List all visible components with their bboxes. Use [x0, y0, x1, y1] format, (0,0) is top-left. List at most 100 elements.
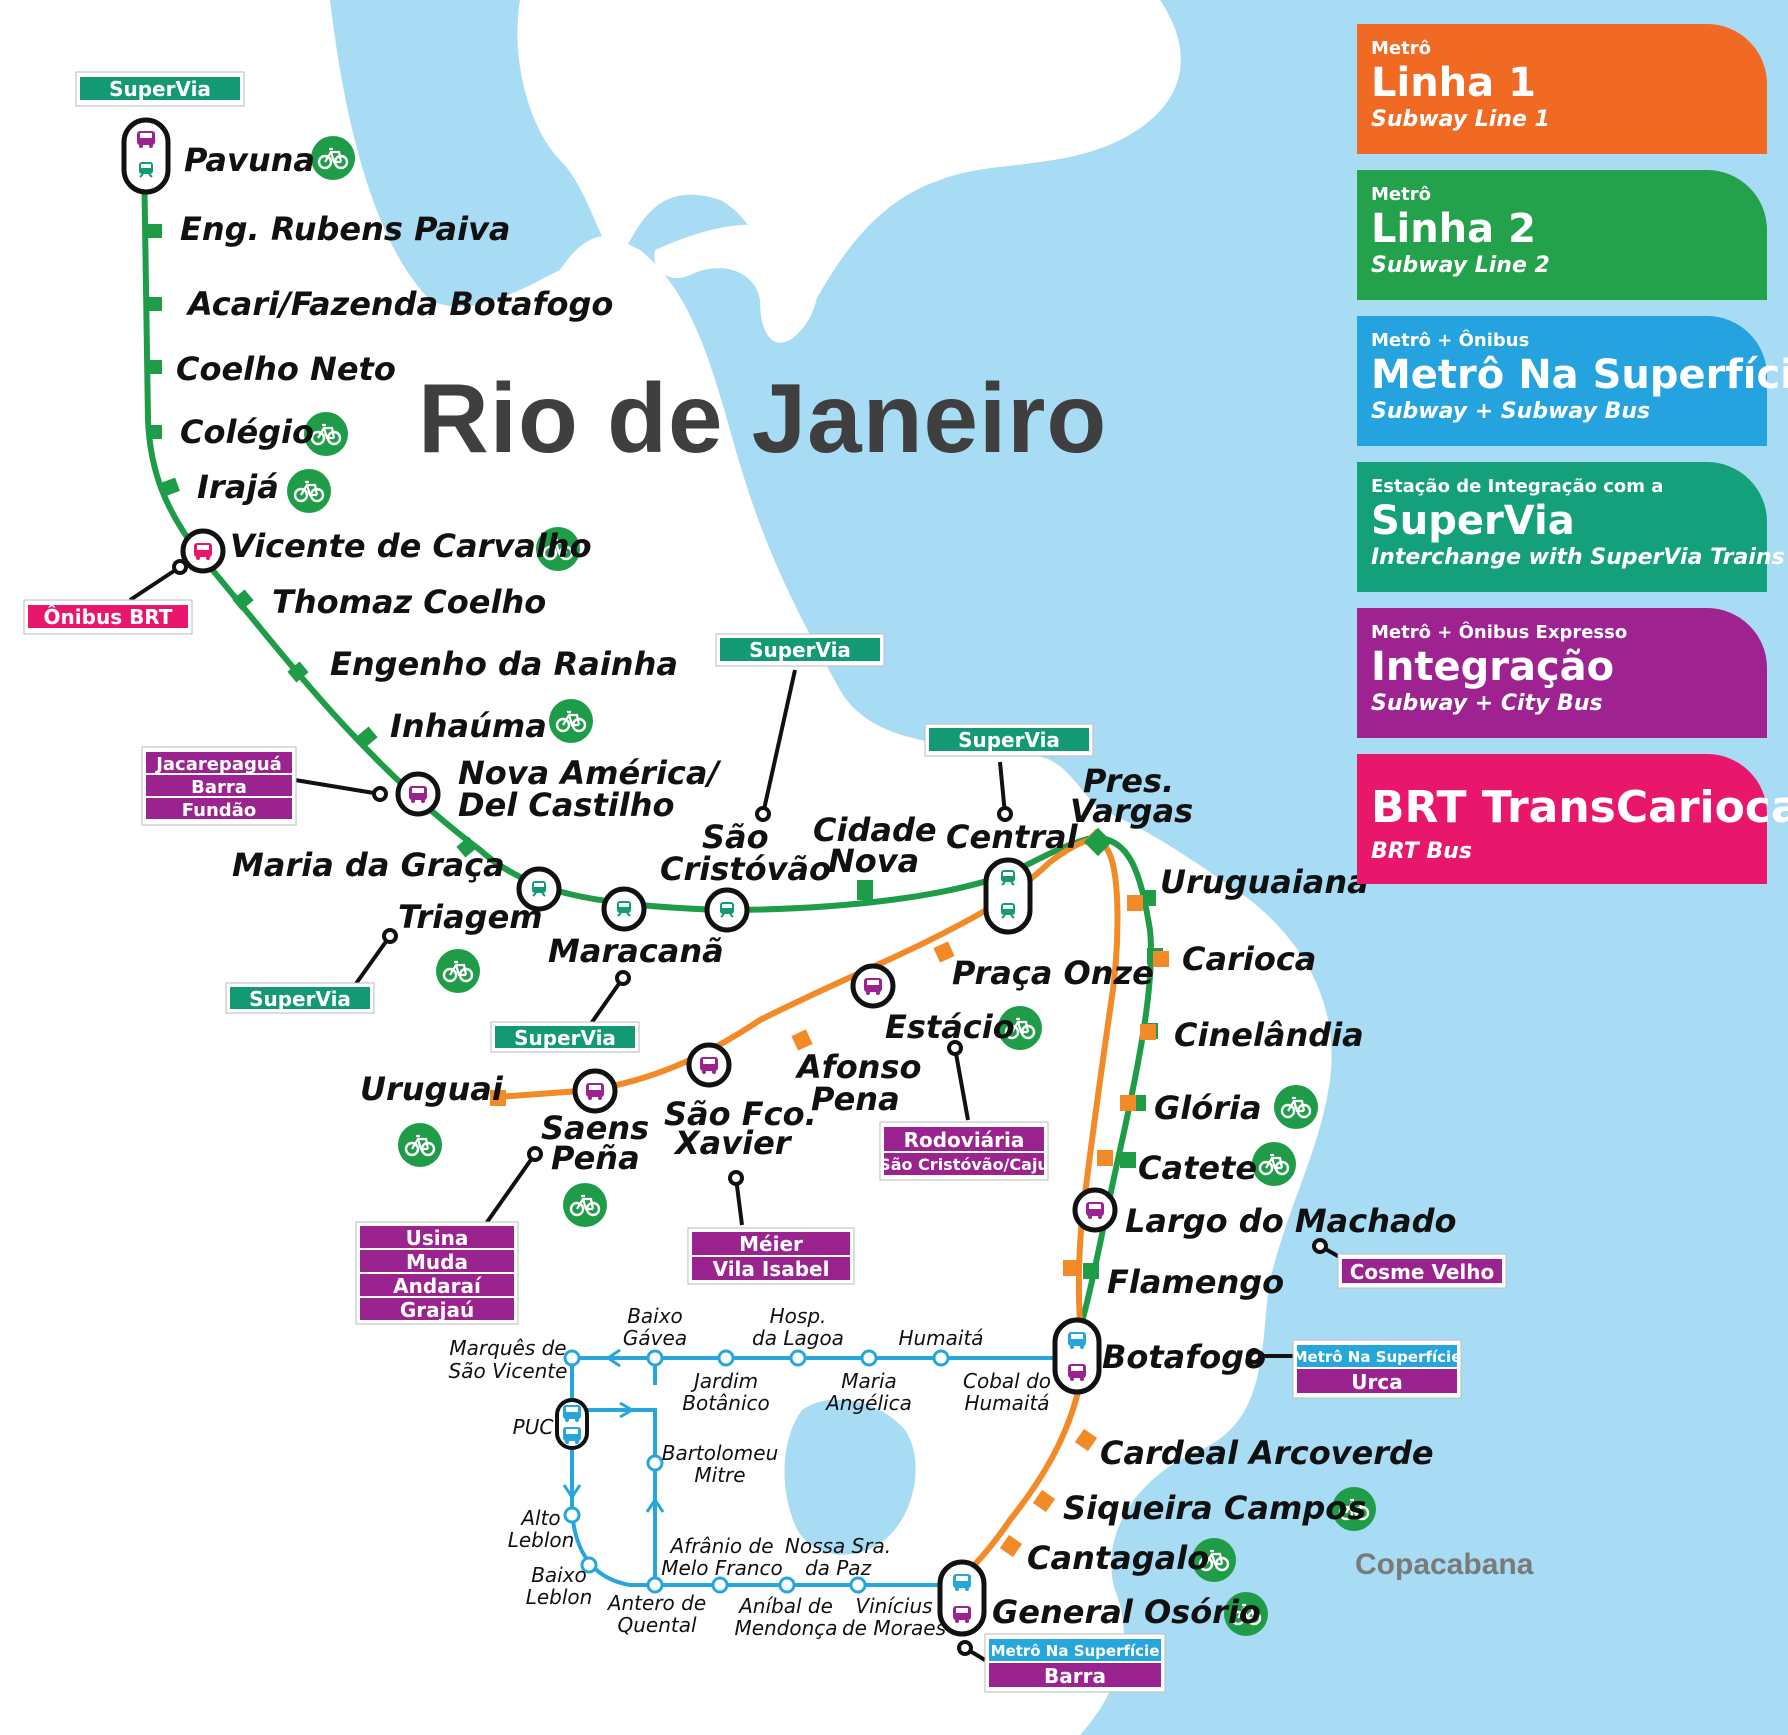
svg-text:Afrânio de: Afrânio de: [668, 1534, 773, 1558]
svg-text:Andaraí: Andaraí: [393, 1274, 482, 1298]
label-nova-america-2: Del Castilho: [458, 786, 675, 824]
legend-linha-2: Metrô Linha 2 Subway Line 2: [1357, 170, 1767, 300]
svg-text:Metrô Na Superfície: Metrô Na Superfície: [991, 1642, 1160, 1660]
label-pres-vargas-2: Vargas: [1070, 792, 1193, 830]
svg-text:SuperVia: SuperVia: [249, 987, 351, 1011]
label-sao-fco-1: São Fco.: [664, 1095, 817, 1133]
interchange-stations: [121, 117, 1118, 1637]
bike-icon: [434, 947, 482, 995]
surface-stops: [563, 1349, 950, 1594]
label-cidade-nova-1: Cidade: [813, 811, 937, 849]
label-coelho-neto: Coelho Neto: [176, 350, 396, 388]
svg-text:Humaitá: Humaitá: [898, 1326, 983, 1350]
legend-metro-na-superficie: Metrô + Ônibus Metrô Na Superfície Subwa…: [1357, 316, 1788, 446]
svg-text:Nossa Sra.: Nossa Sra.: [785, 1534, 891, 1558]
svg-text:Humaitá: Humaitá: [964, 1391, 1049, 1415]
label-carioca: Carioca: [1182, 940, 1316, 978]
svg-text:Leblon: Leblon: [526, 1585, 593, 1609]
svg-text:Mendonça: Mendonça: [734, 1616, 837, 1640]
label-uruguaiana: Uruguaiana: [1160, 863, 1369, 901]
svg-text:Muda: Muda: [406, 1250, 468, 1274]
label-sao-cristovao-2: Cristóvão: [660, 850, 831, 888]
svg-text:Barra: Barra: [191, 777, 247, 798]
triagem-interchange: [516, 866, 562, 912]
label-afonso-pena-1: Afonso: [794, 1048, 921, 1086]
vicente-interchange: [180, 528, 226, 574]
svg-text:Aníbal de: Aníbal de: [737, 1594, 833, 1618]
svg-text:Vinícius: Vinícius: [855, 1594, 932, 1618]
svg-text:Usina: Usina: [406, 1226, 469, 1250]
label-cantagalo: Cantagalo: [1027, 1539, 1209, 1577]
svg-text:Maria: Maria: [841, 1369, 897, 1393]
svg-text:Fundão: Fundão: [182, 800, 256, 821]
label-largo-machado: Largo do Machado: [1125, 1202, 1457, 1240]
label-cinelandia: Cinelândia: [1174, 1016, 1364, 1054]
line-2-path: [141, 155, 1154, 1346]
svg-text:Urca: Urca: [1351, 1370, 1402, 1394]
label-uruguai: Uruguai: [360, 1070, 504, 1108]
tag-cosme-velho: Cosme Velho: [1337, 1253, 1507, 1289]
svg-text:Baixo: Baixo: [627, 1304, 683, 1328]
tag-supervia-maracana: SuperVia: [490, 1021, 640, 1053]
label-siqueira-campos: Siqueira Campos: [1063, 1489, 1366, 1527]
estacio-interchange: [850, 963, 896, 1009]
svg-text:da Paz: da Paz: [805, 1556, 872, 1580]
legend-linha-1: Metrô Linha 1 Subway Line 1: [1357, 24, 1767, 154]
general-osorio-interchange: [937, 1559, 987, 1637]
label-gloria: Glória: [1154, 1089, 1262, 1127]
label-acari: Acari/Fazenda Botafogo: [185, 285, 613, 323]
svg-text:Cobal do: Cobal do: [963, 1369, 1051, 1393]
svg-text:Grajaú: Grajaú: [400, 1298, 474, 1322]
svg-text:Botânico: Botânico: [682, 1391, 770, 1415]
svg-text:da Lagoa: da Lagoa: [752, 1326, 844, 1350]
label-sao-fco-2: Xavier: [673, 1124, 793, 1162]
bike-icon: [309, 134, 357, 182]
svg-text:Alto: Alto: [519, 1506, 560, 1530]
svg-text:Marquês de: Marquês de: [449, 1336, 566, 1360]
legend-supervia: Estação de Integração com a SuperVia Int…: [1357, 462, 1785, 592]
label-inhauma: Inhaúma: [390, 707, 547, 745]
sao-cristovao-interchange: [704, 887, 750, 933]
line-1-path: [496, 837, 1121, 1588]
svg-text:Mitre: Mitre: [694, 1463, 745, 1487]
svg-text:SuperVia: SuperVia: [514, 1026, 616, 1050]
svg-text:SuperVia: SuperVia: [749, 638, 851, 662]
svg-text:Hosp.: Hosp.: [770, 1304, 827, 1328]
svg-text:Leblon: Leblon: [508, 1528, 575, 1552]
central-interchange: [983, 857, 1033, 935]
label-central: Central: [946, 818, 1079, 856]
bike-icon: [396, 1121, 444, 1169]
svg-text:Melo Franco: Melo Franco: [661, 1556, 783, 1580]
legend-brt-transcarioca: BRT TransCarioca BRT Bus: [1357, 754, 1788, 884]
svg-text:Jacarepaguá: Jacarepaguá: [154, 754, 282, 775]
pavuna-interchange: [121, 117, 171, 195]
bike-icon: [561, 1181, 609, 1229]
svg-text:Vila Isabel: Vila Isabel: [713, 1257, 830, 1281]
label-estacio: Estácio: [885, 1008, 1015, 1046]
label-maracana: Maracanã: [548, 932, 724, 970]
nova-america-interchange: [395, 771, 441, 817]
area-label-copacabana: Copacabana: [1355, 1548, 1534, 1581]
label-eng-rubens-paiva: Eng. Rubens Paiva: [180, 210, 511, 248]
line-2-ticks: [147, 224, 1163, 1279]
svg-text:Gávea: Gávea: [623, 1326, 687, 1350]
label-pavuna: Pavuna: [184, 141, 315, 179]
svg-text:Rodoviária: Rodoviária: [904, 1128, 1025, 1152]
leader-lines: [128, 559, 1346, 1662]
svg-text:Angélica: Angélica: [824, 1391, 912, 1415]
svg-text:São Vicente: São Vicente: [449, 1359, 568, 1383]
label-engenho: Engenho da Rainha: [330, 645, 678, 683]
label-maria-graca: Maria da Graça: [232, 846, 505, 884]
botafogo-interchange: [1052, 1317, 1102, 1395]
label-thomaz-coelho: Thomaz Coelho: [272, 583, 546, 621]
tag-boxes: SuperVia Ônibus BRT JacarepaguáBarraFund…: [23, 71, 1507, 1693]
svg-text:Bartolomeu: Bartolomeu: [662, 1441, 779, 1465]
svg-text:Barra: Barra: [1044, 1664, 1106, 1688]
label-iraja: Irajá: [197, 468, 279, 506]
svg-text:Baixo: Baixo: [531, 1563, 587, 1587]
